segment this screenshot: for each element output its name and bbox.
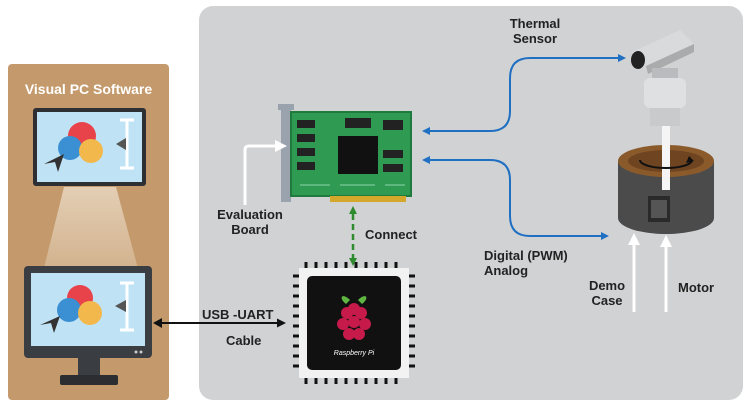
thermal-sensor-label-line2: Sensor — [512, 31, 558, 46]
analog-label: Analog — [484, 263, 529, 278]
raspberry-pi-chip-text: Raspberry Pi — [333, 350, 375, 357]
tablet-screen-icon — [33, 108, 146, 186]
motor-label: Motor — [678, 280, 715, 295]
pcb-board-icon — [278, 104, 412, 202]
board-pointer-arrow — [243, 140, 287, 205]
cable-label: Cable — [226, 333, 262, 348]
stepper-motor-icon — [648, 196, 670, 222]
demo-case-label-line1: Demo — [588, 278, 626, 293]
connect-label: Connect — [365, 227, 417, 242]
software-panel-title: Visual PC Software — [24, 81, 153, 97]
evaluation-board-label: Evaluation Board — [210, 207, 290, 237]
sensor-link-arrow — [424, 54, 626, 132]
digital-analog-label: Digital (PWM) Analog — [484, 248, 568, 278]
thermal-camera-icon — [631, 30, 694, 156]
evaluation-board-label-line1: Evaluation — [217, 207, 283, 222]
usb-uart-label: USB -UART — [202, 307, 274, 322]
projection-beam — [42, 187, 140, 276]
thermal-sensor-label-line1: Thermal — [509, 16, 561, 31]
digital-label: Digital (PWM) — [484, 248, 568, 263]
demo-case-label: Demo Case — [584, 278, 630, 308]
pwm-link-arrow — [424, 159, 609, 240]
demo-case-label-line2: Case — [591, 293, 623, 308]
monitor-icon — [24, 266, 152, 385]
thermal-sensor-label: Thermal Sensor — [500, 16, 570, 46]
evaluation-board-label-line2: Board — [231, 222, 269, 237]
raspberry-pi-chip-icon — [293, 262, 415, 384]
